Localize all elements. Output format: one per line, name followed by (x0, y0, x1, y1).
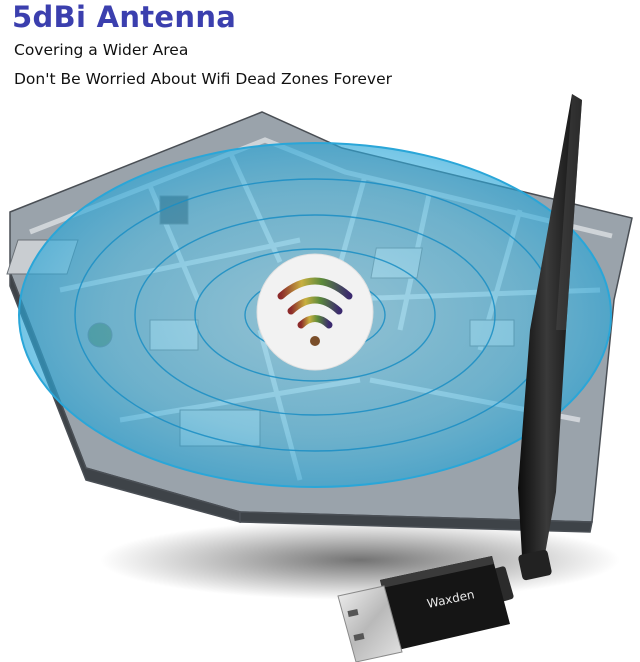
wifi-icon (256, 253, 374, 371)
headline: 5dBi Antenna (12, 0, 237, 34)
subheading-dead-zones: Don't Be Worried About Wifi Dead Zones F… (14, 70, 393, 88)
usb-dongle (337, 556, 510, 662)
subheading-coverage: Covering a Wider Area (14, 41, 189, 59)
